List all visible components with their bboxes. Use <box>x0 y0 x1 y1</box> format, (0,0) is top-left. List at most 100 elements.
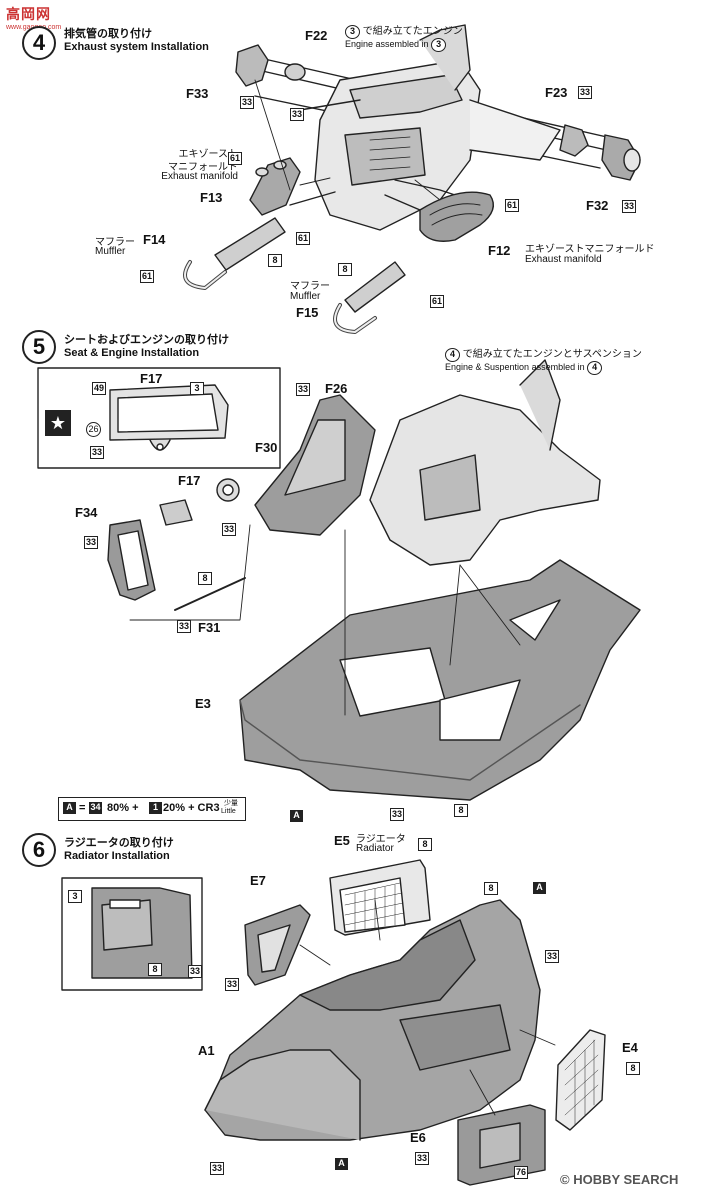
mix-little-jp: 少量 <box>224 800 238 807</box>
label-f13: F13 <box>200 190 223 205</box>
label-exhaust-en: Exhaust manifold <box>161 171 238 182</box>
color-8-rod: 8 <box>198 572 212 585</box>
color-8-body: 8 <box>484 882 498 895</box>
color-33-a: 33 <box>240 96 255 109</box>
label-f12: F12 <box>488 243 511 258</box>
color-33-d: 33 <box>622 200 637 213</box>
watermark-logo-text: 高岡网 <box>6 6 51 22</box>
color-33-body: 33 <box>545 950 560 963</box>
color-a-body: A <box>533 882 546 894</box>
color-33-b: 33 <box>290 108 305 121</box>
label-f34: F34 <box>75 505 98 520</box>
engine-assembly-step5 <box>369 394 601 566</box>
part-e4-grille <box>555 1029 606 1131</box>
engine-ref-circle-5: 4 <box>445 348 460 362</box>
color-61-b: 61 <box>296 232 311 245</box>
label-f17-detail: F17 <box>140 371 163 386</box>
label-f30: F30 <box>255 440 278 455</box>
label-e7: E7 <box>250 873 266 888</box>
part-f31 <box>174 577 246 611</box>
color-8-b: 8 <box>338 263 352 276</box>
color-33-chassis: 33 <box>390 808 405 821</box>
step-5-number: 5 <box>22 330 56 364</box>
mix-little-en: Little <box>221 808 236 815</box>
color-26: 26 <box>86 422 101 437</box>
label-f14: F14 <box>143 232 166 247</box>
label-f26: F26 <box>325 381 348 396</box>
label-radiator-jp: ラジエータ <box>356 834 406 845</box>
color-33-c: 33 <box>578 86 593 99</box>
color-8-chassis: 8 <box>454 804 468 817</box>
color-8-e5: 8 <box>418 838 432 851</box>
color-8-a: 8 <box>268 254 282 267</box>
label-e6: E6 <box>410 1130 426 1145</box>
label-radiator-en: Radiator <box>356 843 394 854</box>
color-a-chassis: A <box>290 810 303 822</box>
mix-20: 20% + CR3 <box>163 802 220 814</box>
label-e3: E3 <box>195 696 211 711</box>
step-5-engine-note-en: Engine & Suspention assembled in 4 <box>445 361 603 375</box>
color-49: 49 <box>92 382 107 395</box>
step-6-title-jp: ラジエータの取り付け <box>64 837 174 849</box>
mix-a: A <box>63 802 76 814</box>
mix-eq: = <box>79 802 86 814</box>
color-8-e4: 8 <box>626 1062 640 1075</box>
step-5-engine-note-jp: 4 で組み立てたエンジンとサスペンション <box>445 345 642 362</box>
label-muffler-jp: マフラー <box>95 237 135 248</box>
mix-80: 80% + <box>107 802 139 814</box>
part-f13 <box>249 157 301 216</box>
label-f31: F31 <box>198 620 221 635</box>
color-3-box: 3 <box>68 890 82 903</box>
part-f17 <box>159 499 193 526</box>
label-f33: F33 <box>186 86 209 101</box>
color-33-front: 33 <box>210 1162 225 1175</box>
part-f15-muffler <box>344 261 406 313</box>
label-f12-jp: エキゾーストマニフォールド <box>525 244 655 255</box>
color-33-seat: 33 <box>296 383 311 396</box>
part-f22 <box>284 63 306 81</box>
star-icon: ★ <box>45 410 71 436</box>
label-f32: F32 <box>586 198 609 213</box>
label-e4: E4 <box>622 1040 638 1055</box>
color-61-a: 61 <box>228 152 243 165</box>
step-6-title-en: Radiator Installation <box>64 850 170 862</box>
step-4-engine-note-jp: 3 で組み立てたエンジン <box>345 22 463 39</box>
color-33-box: 33 <box>188 965 203 978</box>
step-5-engine-note-en-text: Engine & Suspention assembled in <box>445 362 585 372</box>
mix-34: 34 <box>89 802 102 814</box>
part-e3-chassis <box>239 559 641 801</box>
part-f14-muffler <box>214 217 286 271</box>
label-muffler2-jp: マフラー <box>290 281 330 292</box>
color-33-e6: 33 <box>415 1152 430 1165</box>
color-33-steer: 33 <box>222 523 237 536</box>
step-4-engine-note-en: Engine assembled in 3 <box>345 38 447 52</box>
footer-credit: © HOBBY SEARCH <box>560 1172 679 1187</box>
color-76: 76 <box>514 1166 529 1179</box>
part-f33 <box>235 44 269 87</box>
color-33-f34: 33 <box>84 536 99 549</box>
label-e5: E5 <box>334 833 350 848</box>
engine-ref-circle: 3 <box>345 25 360 39</box>
engine-note-en-text: Engine assembled in <box>345 39 429 49</box>
color-33-e7: 33 <box>225 978 240 991</box>
label-exhaust-jp-1: エキゾースト <box>178 149 239 160</box>
step-4-number: 4 <box>22 26 56 60</box>
color-3-a: 3 <box>190 382 204 395</box>
color-33-dash: 33 <box>90 446 105 459</box>
color-61-e: 61 <box>430 295 445 308</box>
color-a-front: A <box>335 1158 348 1170</box>
label-exhaust-jp-2: マニフォールド <box>168 162 238 173</box>
color-33-rod: 33 <box>177 620 192 633</box>
engine-ref-circle-5b: 4 <box>587 361 603 375</box>
label-a1: A1 <box>198 1043 215 1058</box>
label-f17: F17 <box>178 473 201 488</box>
step-4-title-en: Exhaust system Installation <box>64 41 209 53</box>
step-5-engine-note-jp-text: で組み立てたエンジンとサスペンション <box>462 349 642 360</box>
label-muffler-en: Muffler <box>95 246 126 257</box>
label-muffler2-en: Muffler <box>290 291 321 302</box>
color-8-box: 8 <box>148 963 162 976</box>
engine-note-jp-text: で組み立てたエンジン <box>362 26 463 37</box>
color-61-c: 61 <box>140 270 155 283</box>
label-f22: F22 <box>305 28 328 43</box>
